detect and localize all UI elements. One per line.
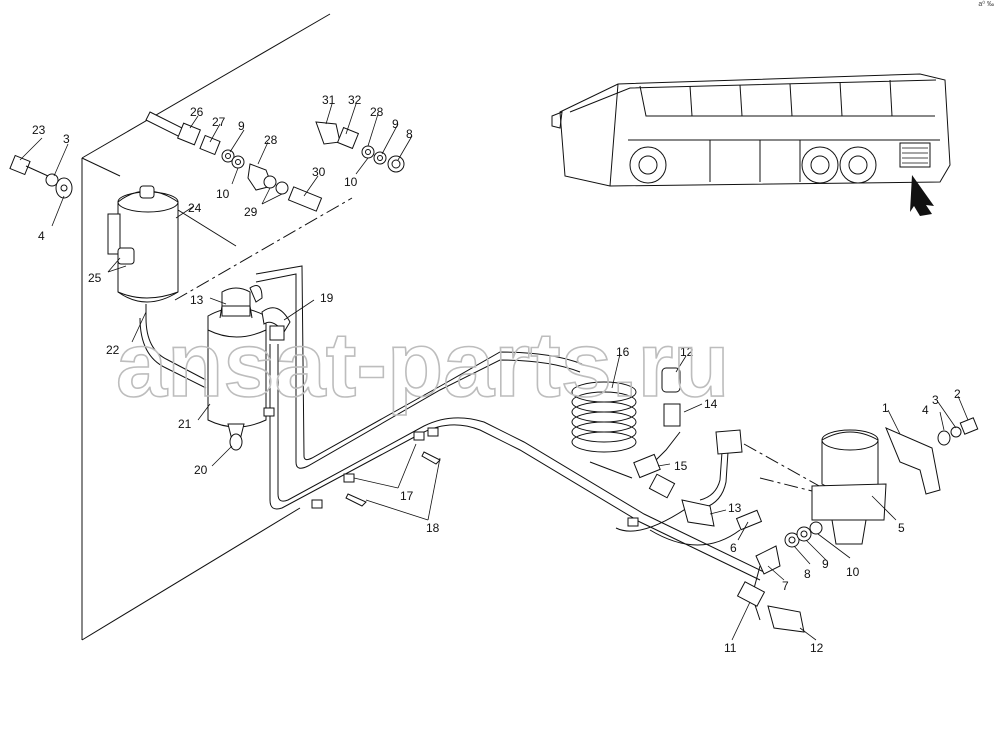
callout-9-top-right: 9 bbox=[392, 117, 399, 131]
callout-13-right: 13 bbox=[728, 501, 742, 515]
callout-10-top-right: 10 bbox=[344, 175, 358, 189]
callout-3-left: 3 bbox=[63, 132, 70, 146]
callout-28-right: 28 bbox=[370, 105, 384, 119]
callout-23: 23 bbox=[32, 123, 46, 137]
callout-14: 14 bbox=[704, 397, 718, 411]
callout-12-bottom: 12 bbox=[810, 641, 824, 655]
watermark-text: ansat-parts.ru bbox=[116, 314, 730, 416]
callout-10-top: 10 bbox=[216, 187, 230, 201]
callout-29: 29 bbox=[244, 205, 258, 219]
callout-20: 20 bbox=[194, 463, 208, 477]
fittings-bottom bbox=[633, 367, 823, 633]
callout-28-left: 28 bbox=[264, 133, 278, 147]
air-valve bbox=[811, 427, 941, 545]
callout-17: 17 bbox=[400, 489, 414, 503]
callout-22: 22 bbox=[106, 343, 120, 357]
callout-32: 32 bbox=[348, 93, 362, 107]
callout-1: 1 bbox=[882, 401, 889, 415]
callout-8-top: 8 bbox=[406, 127, 413, 141]
clips-and-screws bbox=[263, 407, 639, 527]
callout-16: 16 bbox=[616, 345, 630, 359]
callout-7: 7 bbox=[782, 579, 789, 593]
callout-9-top: 9 bbox=[238, 119, 245, 133]
fittings-top bbox=[145, 111, 405, 212]
callout-10-bottom: 10 bbox=[846, 565, 860, 579]
callout-9-bottom: 9 bbox=[822, 557, 829, 571]
callout-6: 6 bbox=[730, 541, 737, 555]
filter-dryer bbox=[207, 285, 291, 451]
coil-pipe bbox=[571, 381, 637, 453]
callout-27: 27 bbox=[212, 115, 226, 129]
callout-12-top: 12 bbox=[680, 345, 694, 359]
callout-31: 31 bbox=[322, 93, 336, 107]
callout-15: 15 bbox=[674, 459, 688, 473]
wall-panel bbox=[81, 13, 331, 641]
leader-lines bbox=[19, 103, 969, 641]
corner-mark: a⁰ ‰ bbox=[978, 1, 994, 8]
air-tank bbox=[107, 185, 179, 318]
callout-24: 24 bbox=[188, 201, 202, 215]
callout-25: 25 bbox=[88, 271, 102, 285]
callout-21: 21 bbox=[178, 417, 192, 431]
callout-5: 5 bbox=[898, 521, 905, 535]
callout-18: 18 bbox=[426, 521, 440, 535]
callout-4-left: 4 bbox=[38, 229, 45, 243]
callout-3-right: 3 bbox=[932, 393, 939, 407]
callout-labels: 1 2 3 3 4 4 5 6 7 8 8 9 9 9 10 10 10 11 … bbox=[32, 93, 961, 655]
callout-11: 11 bbox=[724, 641, 737, 655]
callout-19: 19 bbox=[320, 291, 334, 305]
callout-13-left: 13 bbox=[190, 293, 204, 307]
callout-26: 26 bbox=[190, 105, 204, 119]
bus-illustration bbox=[551, 73, 951, 216]
callout-30: 30 bbox=[312, 165, 326, 179]
bolt-group-right bbox=[937, 417, 979, 446]
bolt-group-left bbox=[9, 154, 73, 199]
location-arrow-icon bbox=[910, 175, 934, 216]
callout-4-right: 4 bbox=[922, 403, 929, 417]
callout-2: 2 bbox=[954, 387, 961, 401]
callout-8-bottom: 8 bbox=[804, 567, 811, 581]
